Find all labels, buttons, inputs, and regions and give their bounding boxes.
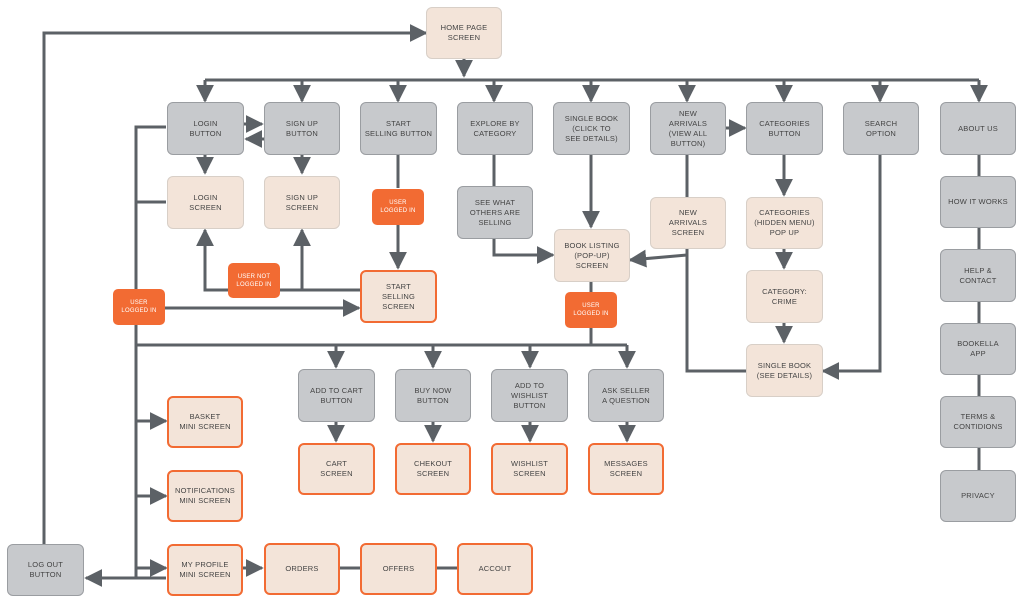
logout-button-node: LOG OUT BUTTON bbox=[7, 544, 84, 596]
search-option-node: SEARCH OPTION bbox=[843, 102, 919, 155]
notifications-mini-screen-node: NOTIFICATIONS MINI SCREEN bbox=[167, 470, 243, 522]
single-book-details-node: SINGLE BOOK (SEE DETAILS) bbox=[746, 344, 823, 397]
user-not-logged-in-badge: USER NOT LOGGED IN bbox=[228, 263, 280, 298]
ask-seller-question-node: ASK SELLER A QUESTION bbox=[588, 369, 664, 422]
how-it-works-node: HOW IT WORKS bbox=[940, 176, 1016, 228]
messages-screen-node: MESSAGES SCREEN bbox=[588, 443, 664, 495]
user-logged-in-badge-book-listing: USER LOGGED IN bbox=[565, 292, 617, 328]
cart-screen-node: CART SCREEN bbox=[298, 443, 375, 495]
login-screen-node: LOGIN SCREEN bbox=[167, 176, 244, 229]
offers-node: OFFERS bbox=[360, 543, 437, 595]
categories-hidden-menu-node: CATEGORIES (HIDDEN MENU) POP UP bbox=[746, 197, 823, 249]
accout-node: ACCOUT bbox=[457, 543, 533, 595]
add-to-wishlist-button-node: ADD TO WISHLIST BUTTON bbox=[491, 369, 568, 422]
new-arrivals-button-node: NEW ARRIVALS (VIEW ALL BUTTON) bbox=[650, 102, 726, 155]
categories-button-node: CATEGORIES BUTTON bbox=[746, 102, 823, 155]
buy-now-button-node: BUY NOW BUTTON bbox=[395, 369, 471, 422]
user-logged-in-badge-start-selling: USER LOGGED IN bbox=[372, 189, 424, 225]
basket-mini-screen-node: BASKET MINI SCREEN bbox=[167, 396, 243, 448]
help-contact-node: HELP & CONTACT bbox=[940, 249, 1016, 302]
signup-button-node: SIGN UP BUTTON bbox=[264, 102, 340, 155]
add-to-cart-button-node: ADD TO CART BUTTON bbox=[298, 369, 375, 422]
my-profile-mini-screen-node: MY PROFILE MINI SCREEN bbox=[167, 544, 243, 596]
start-selling-screen-node: START SELLING SCREEN bbox=[360, 270, 437, 323]
checkout-screen-node: CHEKOUT SCREEN bbox=[395, 443, 471, 495]
new-arrivals-screen-node: NEW ARRIVALS SCREEN bbox=[650, 197, 726, 249]
wishlist-screen-node: WISHLIST SCREEN bbox=[491, 443, 568, 495]
privacy-node: PRIVACY bbox=[940, 470, 1016, 522]
user-logged-in-badge-left: USER LOGGED IN bbox=[113, 289, 165, 325]
start-selling-button-node: START SELLING BUTTON bbox=[360, 102, 437, 155]
bookella-app-node: BOOKELLA APP bbox=[940, 323, 1016, 375]
home-page-screen-node: HOME PAGE SCREEN bbox=[426, 7, 502, 59]
about-us-node: ABOUT US bbox=[940, 102, 1016, 155]
explore-by-category-node: EXPLORE BY CATEGORY bbox=[457, 102, 533, 155]
single-book-click-node: SINGLE BOOK (CLICK TO SEE DETAILS) bbox=[553, 102, 630, 155]
book-listing-screen-node: BOOK LISTING (POP-UP) SCREEN bbox=[554, 229, 630, 282]
category-crime-node: CATEGORY: CRIME bbox=[746, 270, 823, 323]
terms-conditions-node: TERMS & CONTIDIONS bbox=[940, 396, 1016, 448]
orders-node: ORDERS bbox=[264, 543, 340, 595]
see-what-others-node: SEE WHAT OTHERS ARE SELLING bbox=[457, 186, 533, 239]
login-button-node: LOGIN BUTTON bbox=[167, 102, 244, 155]
signup-screen-node: SIGN UP SCREEN bbox=[264, 176, 340, 229]
edge-logout-home bbox=[42, 24, 428, 544]
